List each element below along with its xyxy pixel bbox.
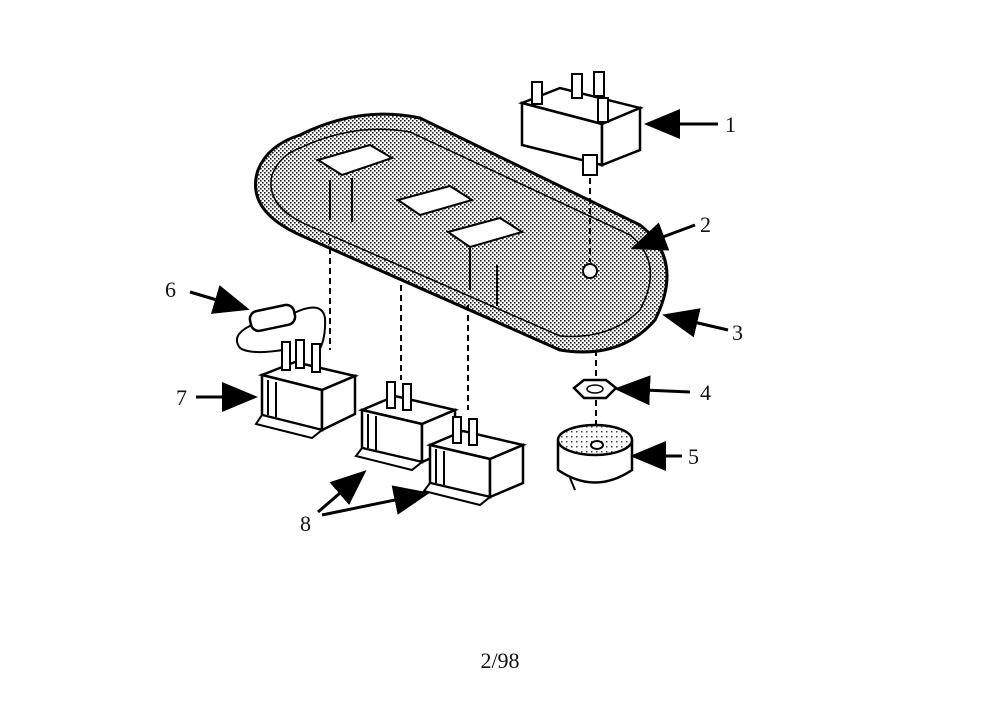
rocker-switch-b — [422, 416, 528, 507]
callout-3: 3 — [732, 320, 743, 345]
capacitor — [236, 303, 327, 354]
arrow-8b — [321, 485, 430, 517]
alignment-lines — [329, 238, 469, 410]
callout-8: 8 — [300, 511, 311, 536]
callout-labels: 1 2 3 4 5 6 7 8 — [165, 112, 743, 536]
leader-arrows — [189, 109, 729, 517]
arrow-2 — [630, 222, 696, 251]
callout-7: 7 — [176, 385, 187, 410]
callout-4: 4 — [700, 380, 711, 405]
control-panel-plate — [254, 112, 669, 354]
rocker-switch-with-capacitor — [254, 339, 360, 440]
callout-1: 1 — [725, 112, 736, 137]
arrow-3 — [662, 308, 729, 338]
callout-6: 6 — [165, 277, 176, 302]
relay-block — [517, 71, 644, 262]
page-number: 2/98 — [480, 648, 520, 673]
callout-5: 5 — [688, 444, 699, 469]
arrow-4 — [614, 375, 691, 406]
arrow-6 — [189, 285, 250, 314]
hex-nut — [572, 350, 618, 424]
callout-2: 2 — [700, 212, 711, 237]
arrow-8a — [317, 470, 367, 514]
control-knob — [556, 423, 634, 491]
